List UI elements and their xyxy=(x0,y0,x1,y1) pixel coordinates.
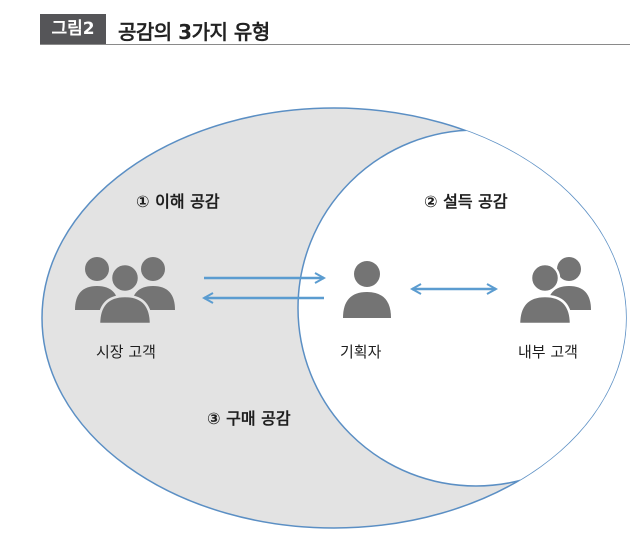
header-divider xyxy=(40,44,630,45)
internal-customers-label: 내부 고객 xyxy=(518,343,578,361)
planner-label: 기획자 xyxy=(340,343,382,361)
understanding-empathy-label: ① 이해 공감 xyxy=(136,192,220,211)
figure-header: 그림2 공감의 3가지 유형 xyxy=(40,8,630,45)
persuasion-empathy-label: ② 설득 공감 xyxy=(424,192,508,211)
group-people-icon xyxy=(75,257,175,326)
planner-person-icon xyxy=(343,261,391,318)
purchase-empathy-label: ③ 구매 공감 xyxy=(207,409,291,428)
pair-people-icon xyxy=(517,257,591,326)
market-customers-label: 시장 고객 xyxy=(96,343,156,361)
figure-number-badge: 그림2 xyxy=(40,14,106,44)
figure-title: 공감의 3가지 유형 xyxy=(118,20,270,44)
